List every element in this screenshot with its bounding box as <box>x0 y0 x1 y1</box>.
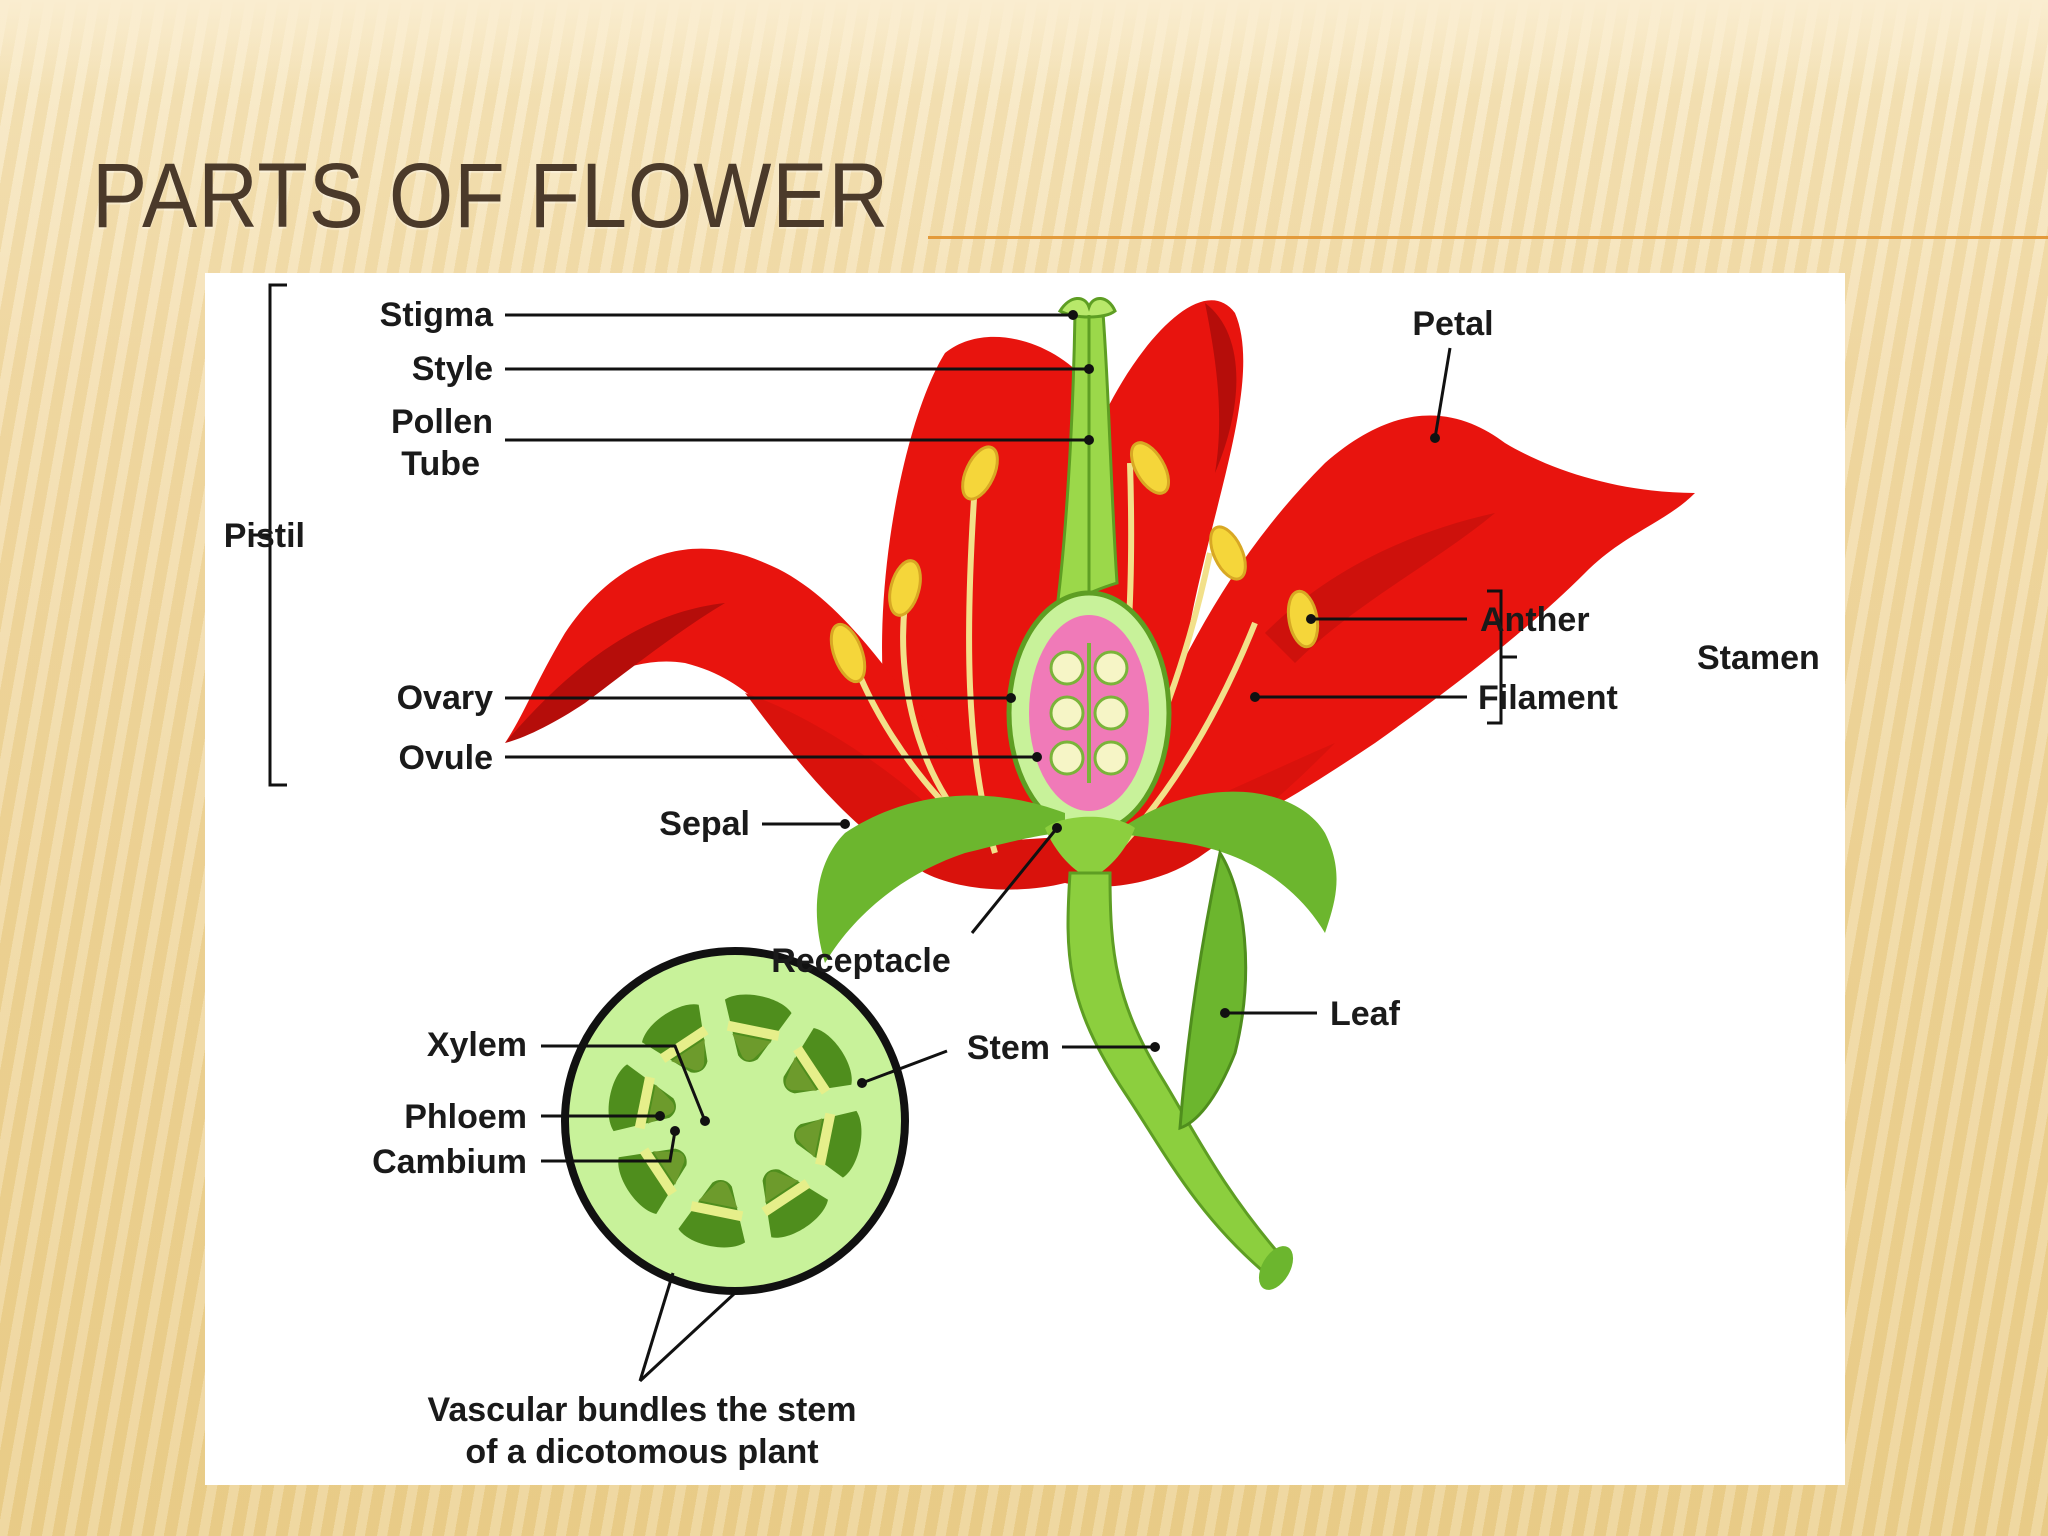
label-phloem: Phloem <box>404 1098 527 1136</box>
leader-dots <box>655 310 1440 1136</box>
diagram-labels: Stigma Style Pollen Tube Pistil Ovary Ov… <box>224 296 1820 1471</box>
label-petal: Petal <box>1412 305 1493 343</box>
label-style: Style <box>412 350 493 388</box>
receptacle <box>1045 816 1135 878</box>
label-pistil: Pistil <box>224 517 305 555</box>
leader-lines <box>252 283 1517 1383</box>
vascular-bundle <box>761 1169 828 1238</box>
label-xylem: Xylem <box>427 1026 527 1064</box>
label-cambium: Cambium <box>372 1143 527 1181</box>
petal-back-center-shade <box>1205 303 1237 473</box>
caption-line-2: of a dicotomous plant <box>465 1433 818 1471</box>
stem-cut-end <box>1258 1246 1294 1290</box>
label-leaf: Leaf <box>1330 995 1401 1033</box>
vascular-bundle <box>642 1004 709 1073</box>
petal-right-shade <box>1265 513 1495 663</box>
caption-line-1: Vascular bundles the stem <box>428 1391 857 1429</box>
leaf <box>1178 849 1248 1131</box>
flower-illustration <box>505 297 1695 1290</box>
title-underline <box>928 236 2048 239</box>
flower-diagram: Stigma Style Pollen Tube Pistil Ovary Ov… <box>205 273 1845 1485</box>
label-ovary: Ovary <box>397 679 493 717</box>
flower-diagram-svg: Stigma Style Pollen Tube Pistil Ovary Ov… <box>224 283 1820 1471</box>
label-anther: Anther <box>1480 601 1590 639</box>
label-receptacle: Receptacle <box>771 942 951 980</box>
label-stem: Stem <box>967 1029 1050 1067</box>
anthers <box>829 441 1320 684</box>
label-sepal: Sepal <box>659 805 750 843</box>
petal-left-shade <box>505 603 725 743</box>
vascular-bundle <box>783 1028 852 1095</box>
label-stamen: Stamen <box>1697 639 1820 677</box>
label-filament: Filament <box>1478 679 1618 717</box>
label-tube: Tube <box>401 445 480 483</box>
slide-title: PARTS OF FLOWER <box>92 145 890 247</box>
slide-top-band <box>0 0 2048 95</box>
vascular-bundles <box>608 994 862 1248</box>
stem-cross-section <box>561 947 909 1295</box>
label-ovule: Ovule <box>399 739 493 777</box>
vascular-bundle <box>794 1110 862 1178</box>
label-stigma: Stigma <box>380 296 494 334</box>
vascular-bundle <box>678 1180 746 1248</box>
ovules <box>1049 650 1129 776</box>
flower-stem <box>1066 871 1290 1275</box>
petal-right <box>1105 415 1695 873</box>
sepal-left <box>816 795 1065 963</box>
label-pollen: Pollen <box>391 403 493 441</box>
vascular-bundle <box>724 994 792 1062</box>
sepal-right <box>1115 791 1337 933</box>
